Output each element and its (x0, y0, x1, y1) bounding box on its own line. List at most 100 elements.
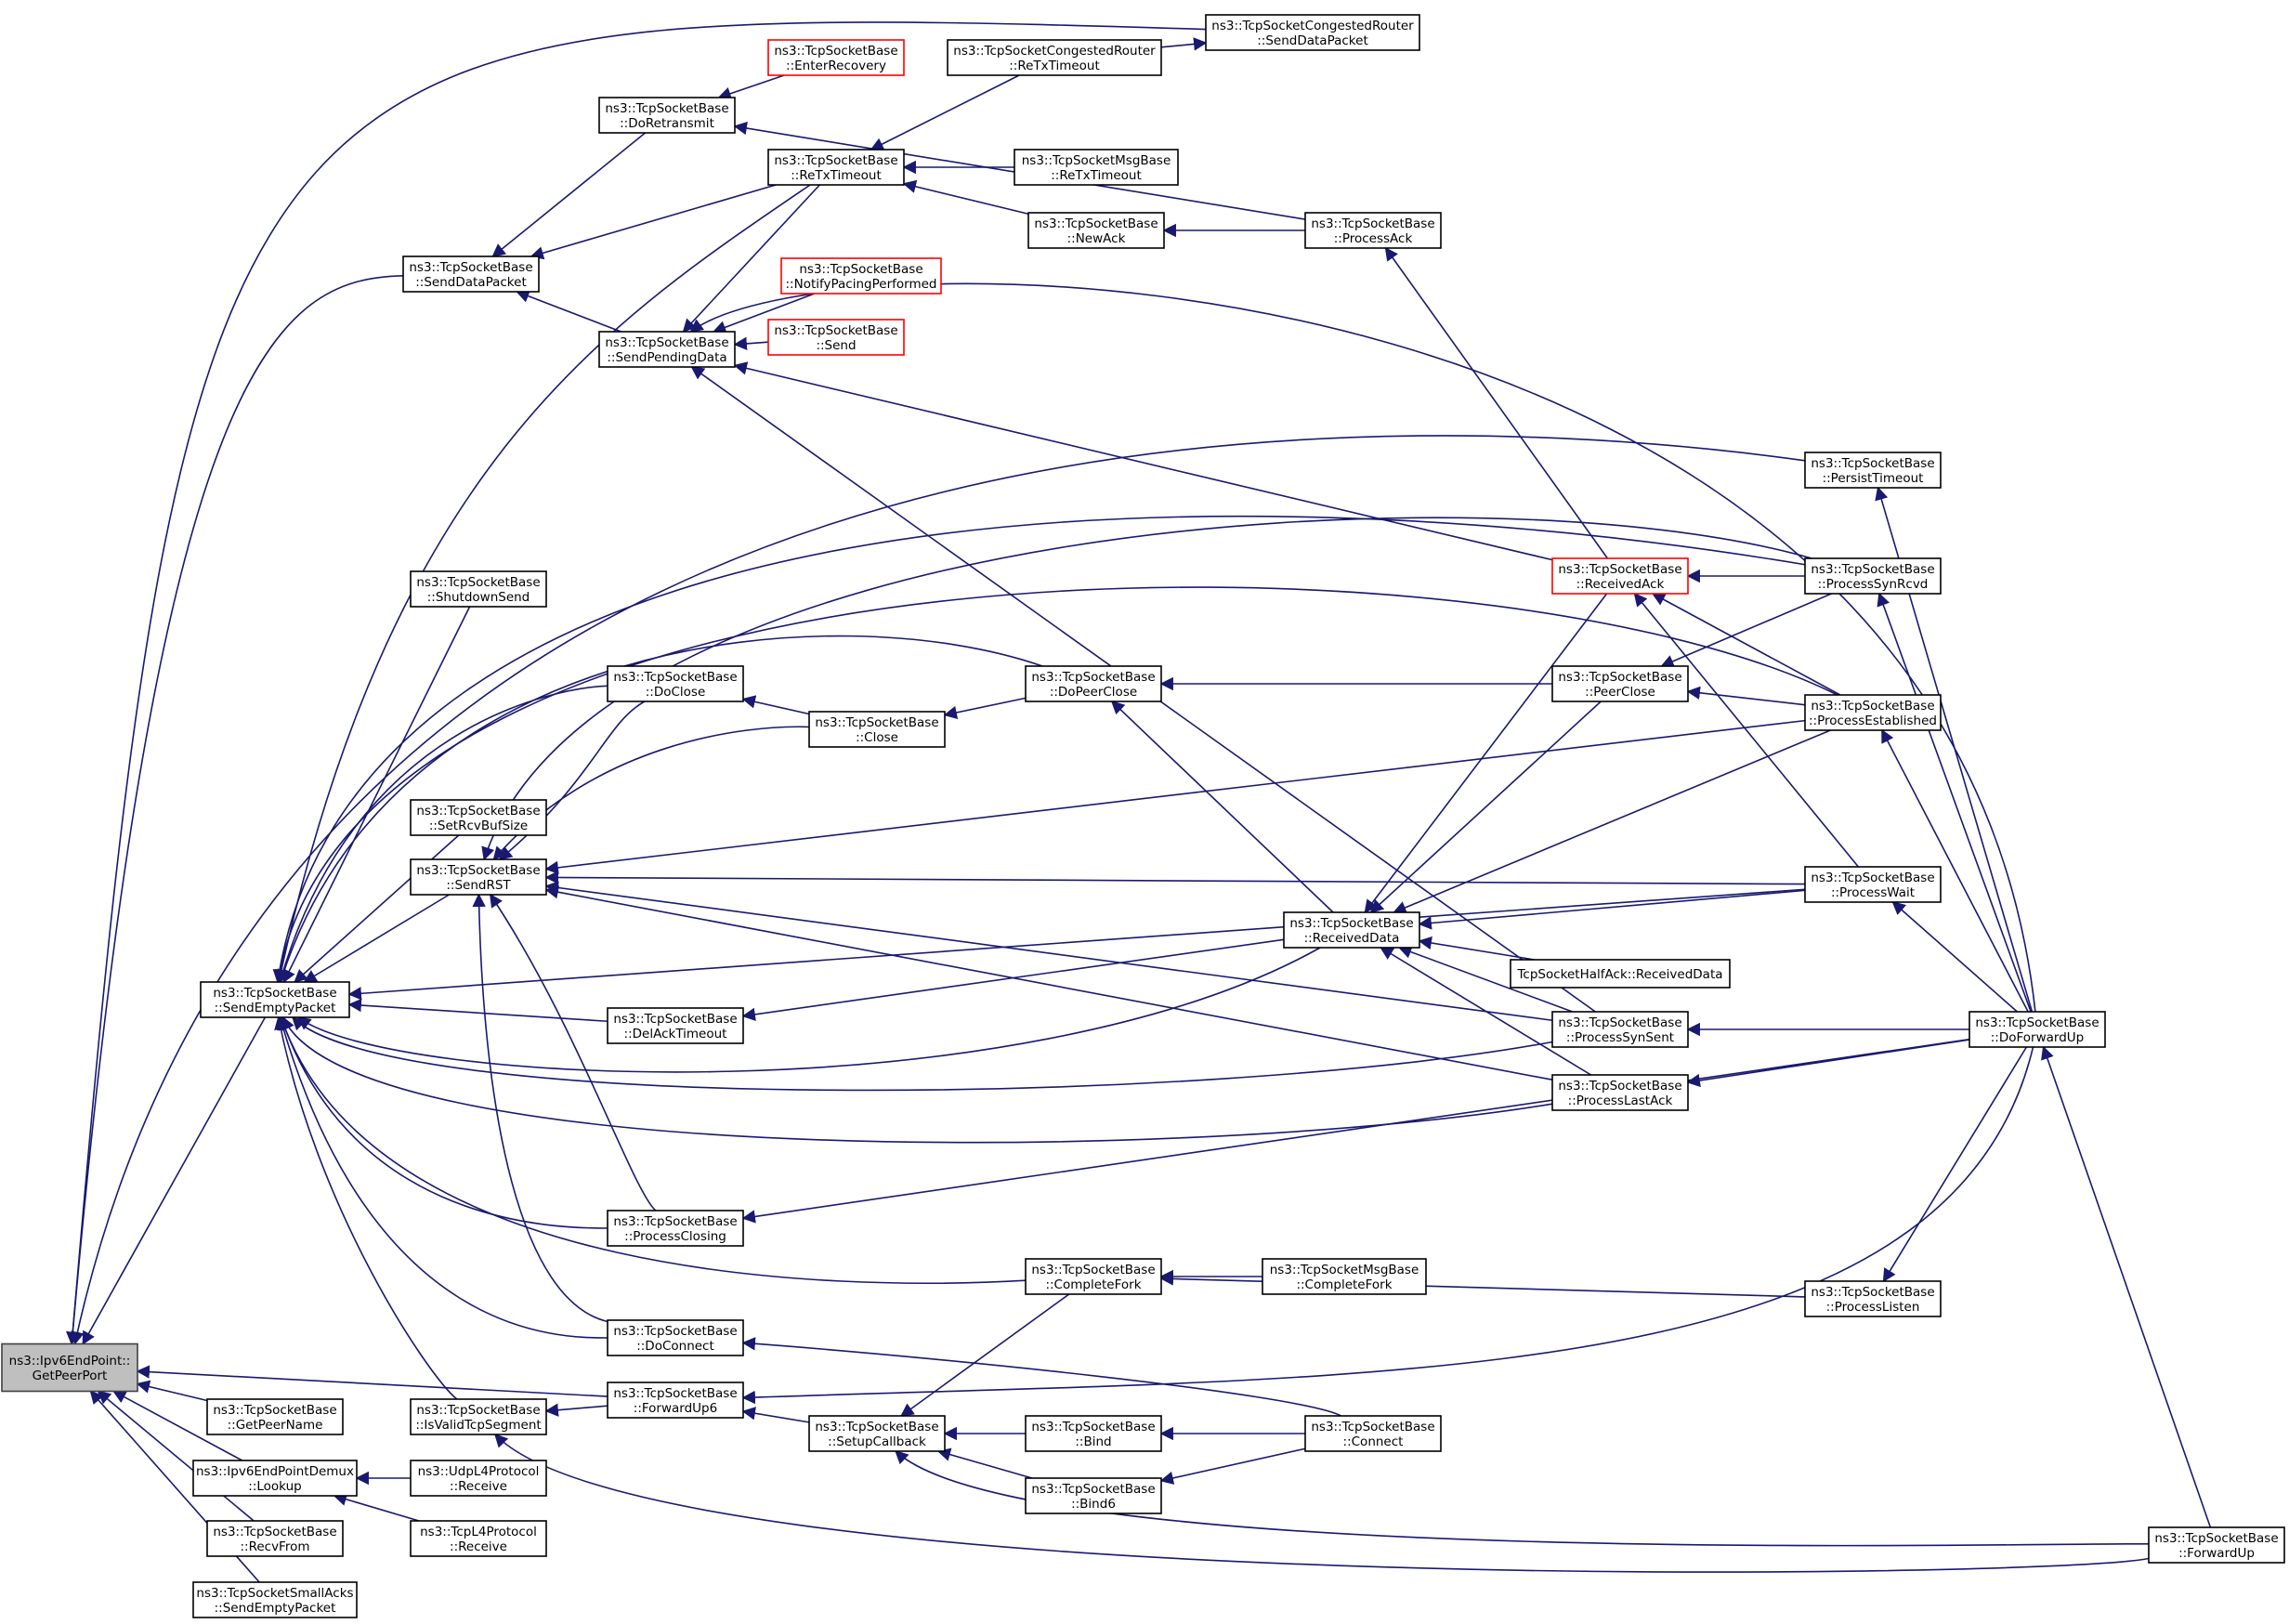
node-box-getPeerName (206, 1398, 344, 1435)
node-box-forwardUp (2148, 1526, 2285, 1564)
node-processClosing[interactable]: ns3::TcpSocketBase::ProcessClosing (607, 1210, 744, 1247)
call-edge-bind6-connect (1159, 1447, 1306, 1485)
node-box-processAck (1304, 212, 1442, 249)
node-box-doRetransmit (598, 97, 736, 134)
node-label-receivedData-0: ns3::TcpSocketBase (1289, 916, 1413, 931)
node-doConnect[interactable]: ns3::TcpSocketBase::DoConnect (607, 1319, 744, 1356)
call-edge-sendRST-processLastAck (544, 885, 1553, 1081)
call-edge-processAck-receivedAck (1384, 246, 1609, 559)
node-box-halfAck (1510, 959, 1731, 989)
node-setupCallback[interactable]: ns3::TcpSocketBase::SetupCallback (808, 1415, 946, 1452)
node-processWait[interactable]: ns3::TcpSocketBase::ProcessWait (1804, 866, 1942, 903)
node-notifyPacing[interactable]: ns3::TcpSocketBase::NotifyPacingPerforme… (780, 257, 942, 295)
node-sendRST[interactable]: ns3::TcpSocketBase::SendRST (410, 858, 547, 896)
node-halfAck[interactable]: TcpSocketHalfAck::ReceivedData (1510, 959, 1731, 989)
call-edge-root-sendEmpty (82, 1016, 267, 1345)
node-doForwardUp[interactable]: ns3::TcpSocketBase::DoForwardUp (1969, 1011, 2106, 1048)
node-receivedData[interactable]: ns3::TcpSocketBase::ReceivedData (1283, 911, 1420, 949)
node-delAck[interactable]: ns3::TcpSocketBase::DelAckTimeout (607, 1007, 744, 1044)
node-forwardUp[interactable]: ns3::TcpSocketBase::ForwardUp (2148, 1526, 2285, 1564)
node-label-completeFork-1: ::CompleteFork (1045, 1277, 1141, 1292)
node-congSend[interactable]: ns3::TcpSocketCongestedRouter::SendDataP… (1205, 14, 1420, 51)
node-tcpReceive[interactable]: ns3::TcpL4Protocol::Receive (410, 1520, 547, 1557)
node-retxTimeout[interactable]: ns3::TcpSocketBase::ReTxTimeout (767, 149, 905, 186)
node-box-processLastAck (1551, 1074, 1689, 1111)
node-smallAcks[interactable]: ns3::TcpSocketSmallAcks::SendEmptyPacket (192, 1581, 358, 1618)
node-persistTimeout[interactable]: ns3::TcpSocketBase::PersistTimeout (1804, 452, 1942, 489)
node-getPeerName[interactable]: ns3::TcpSocketBase::GetPeerName (206, 1398, 344, 1435)
node-box-recvFrom (206, 1520, 344, 1557)
node-sendDataPacket[interactable]: ns3::TcpSocketBase::SendDataPacket (402, 255, 540, 293)
node-label-doRetransmit-1: ::DoRetransmit (620, 116, 714, 131)
node-msgRetx[interactable]: ns3::TcpSocketMsgBase::ReTxTimeout (1014, 149, 1179, 186)
node-box-bind (1025, 1415, 1162, 1452)
node-root[interactable]: ns3::Ipv6EndPoint::GetPeerPort (1, 1342, 138, 1393)
node-peerClose[interactable]: ns3::TcpSocketBase::PeerClose (1551, 665, 1689, 702)
node-udpReceive[interactable]: ns3::UdpL4Protocol::Receive (410, 1460, 547, 1497)
node-receivedAck[interactable]: ns3::TcpSocketBase::ReceivedAck (1551, 557, 1689, 595)
node-completeFork[interactable]: ns3::TcpSocketBase::CompleteFork (1025, 1258, 1162, 1295)
node-label-processSynSent-1: ::ProcessSynSent (1566, 1030, 1674, 1045)
node-label-send-0: ns3::TcpSocketBase (774, 323, 897, 338)
node-close[interactable]: ns3::TcpSocketBase::Close (808, 711, 946, 748)
call-edge-processClosing-doForwardUp (741, 1038, 1970, 1224)
node-label-shutdownSend-1: ::ShutdownSend (427, 590, 530, 605)
node-box-sendPending (598, 331, 736, 368)
call-edge-sendEmpty-retxTimeout (274, 184, 811, 984)
node-label-recvFrom-0: ns3::TcpSocketBase (213, 1525, 336, 1539)
node-label-persistTimeout-0: ns3::TcpSocketBase (1811, 456, 1934, 471)
node-bind[interactable]: ns3::TcpSocketBase::Bind (1025, 1415, 1162, 1452)
node-congRetx[interactable]: ns3::TcpSocketCongestedRouter::ReTxTimeo… (947, 39, 1162, 76)
call-edge-retxTimeout-congRetx (870, 74, 1020, 151)
node-doPeerClose[interactable]: ns3::TcpSocketBase::DoPeerClose (1025, 665, 1162, 702)
node-box-setupCallback (808, 1415, 946, 1452)
node-msgCompleteFork[interactable]: ns3::TcpSocketMsgBase::CompleteFork (1262, 1258, 1427, 1295)
node-doClose[interactable]: ns3::TcpSocketBase::DoClose (607, 665, 744, 702)
node-processListen[interactable]: ns3::TcpSocketBase::ProcessListen (1804, 1280, 1942, 1317)
node-isValidTcpSegment[interactable]: ns3::TcpSocketBase::IsValidTcpSegment (410, 1398, 547, 1435)
node-sendPending[interactable]: ns3::TcpSocketBase::SendPendingData (598, 331, 736, 368)
node-label-udpReceive-0: ns3::UdpL4Protocol (418, 1464, 540, 1479)
node-setRcvBufSize[interactable]: ns3::TcpSocketBase::SetRcvBufSize (410, 799, 547, 836)
node-shutdownSend[interactable]: ns3::TcpSocketBase::ShutdownSend (410, 570, 547, 608)
node-processAck[interactable]: ns3::TcpSocketBase::ProcessAck (1304, 212, 1442, 249)
node-box-close (808, 711, 946, 748)
node-lookup[interactable]: ns3::Ipv6EndPointDemux::Lookup (192, 1460, 358, 1497)
node-enterRecovery[interactable]: ns3::TcpSocketBase::EnterRecovery (767, 39, 905, 76)
node-label-recvFrom-1: ::RecvFrom (240, 1539, 309, 1554)
node-box-forwardUp6 (607, 1382, 744, 1419)
node-processLastAck[interactable]: ns3::TcpSocketBase::ProcessLastAck (1551, 1074, 1689, 1111)
node-label-retxTimeout-1: ::ReTxTimeout (791, 168, 882, 183)
node-processEstablished[interactable]: ns3::TcpSocketBase::ProcessEstablished (1804, 694, 1942, 731)
node-send[interactable]: ns3::TcpSocketBase::Send (767, 319, 905, 356)
node-processSynSent[interactable]: ns3::TcpSocketBase::ProcessSynSent (1551, 1011, 1689, 1048)
node-label-msgRetx-0: ns3::TcpSocketMsgBase (1022, 153, 1171, 168)
node-label-bind6-0: ns3::TcpSocketBase (1031, 1482, 1155, 1497)
node-label-processListen-1: ::ProcessListen (1826, 1300, 1920, 1315)
call-edge-retxTimeout-newAck (902, 179, 1029, 216)
node-forwardUp6[interactable]: ns3::TcpSocketBase::ForwardUp6 (607, 1382, 744, 1419)
node-box-smallAcks (192, 1581, 358, 1618)
node-box-root (1, 1342, 138, 1393)
node-bind6[interactable]: ns3::TcpSocketBase::Bind6 (1025, 1477, 1162, 1514)
call-edge-sendEmpty-isValidTcpSegment (274, 1015, 458, 1400)
node-label-msgCompleteFork-0: ns3::TcpSocketMsgBase (1270, 1263, 1419, 1277)
node-box-delAck (607, 1007, 744, 1044)
node-label-tcpReceive-0: ns3::TcpL4Protocol (420, 1525, 537, 1539)
node-connect[interactable]: ns3::TcpSocketBase::Connect (1304, 1415, 1442, 1452)
call-edge-setupCallback-completeFork (900, 1293, 1070, 1417)
node-sendEmpty[interactable]: ns3::TcpSocketBase::SendEmptyPacket (200, 981, 350, 1018)
call-edge-receivedAck-processEstablished (1651, 593, 1841, 696)
node-box-sendRST (410, 858, 547, 896)
call-edge-processSynRcvd-doForwardUp (1877, 592, 2032, 1013)
node-label-processLastAck-1: ::ProcessLastAck (1568, 1094, 1673, 1108)
node-doRetransmit[interactable]: ns3::TcpSocketBase::DoRetransmit (598, 97, 736, 134)
node-box-processSynRcvd (1804, 557, 1942, 595)
node-label-tcpReceive-1: ::Receive (450, 1539, 507, 1554)
call-edge-sendEmpty-sendRST (303, 894, 450, 983)
node-recvFrom[interactable]: ns3::TcpSocketBase::RecvFrom (206, 1520, 344, 1557)
node-newAck[interactable]: ns3::TcpSocketBase::NewAck (1027, 212, 1165, 249)
node-box-retxTimeout (767, 149, 905, 186)
node-processSynRcvd[interactable]: ns3::TcpSocketBase::ProcessSynRcvd (1804, 557, 1942, 595)
